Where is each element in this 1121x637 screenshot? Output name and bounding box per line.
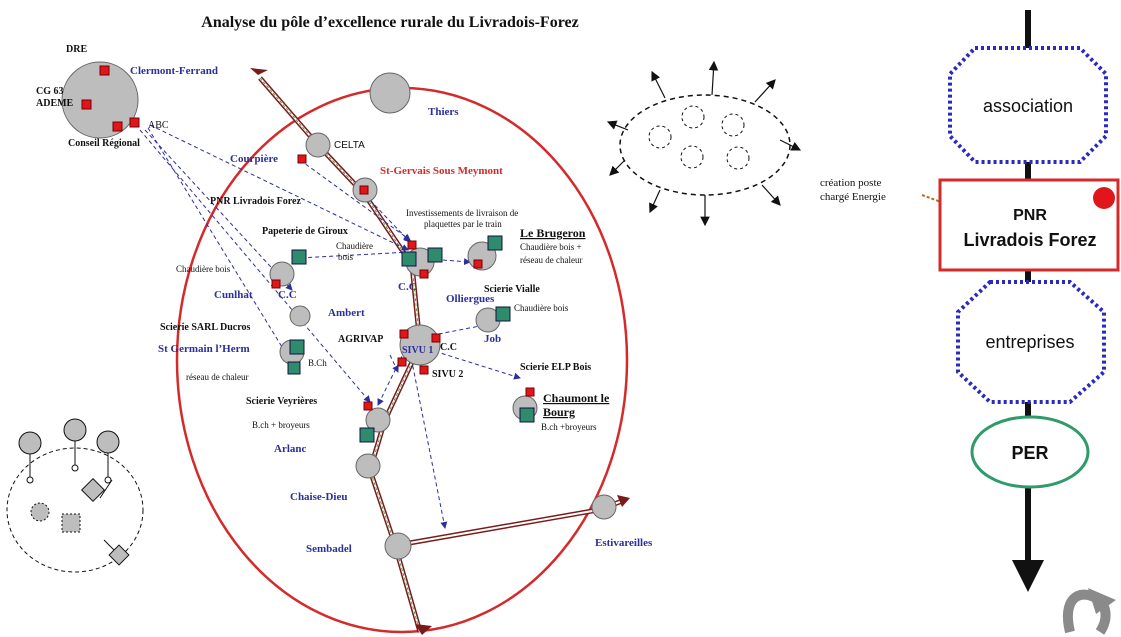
- label-celta: CELTA: [334, 140, 365, 151]
- label-agrivap: AGRIVAP: [338, 334, 383, 345]
- label-thiers: Thiers: [428, 106, 459, 118]
- cc-left-node: [269, 249, 307, 289]
- chaise-dieu-node: [355, 453, 381, 479]
- association-label: association: [983, 96, 1073, 116]
- entreprises-box: [956, 280, 1106, 404]
- label-cg63: CG 63: [36, 86, 64, 97]
- pnr-box: [938, 178, 1120, 272]
- celta-node: [305, 132, 331, 158]
- label-chaudiere-right: Chaudière bois: [514, 303, 569, 313]
- label-investissements-2: plaquettes par le train: [424, 219, 502, 229]
- label-scierie-vialle: Scierie Vialle: [484, 284, 540, 295]
- curved-arrow-icon: [1062, 588, 1116, 635]
- label-arlanc: Arlanc: [274, 443, 307, 455]
- label-clermont: Clermont-Ferrand: [130, 65, 218, 77]
- creation-label-1: création poste: [820, 177, 882, 189]
- label-chaudiere-center-2: bois: [338, 252, 354, 262]
- red-dot-icon: [1093, 187, 1115, 209]
- label-cc-sivu: C.C: [440, 342, 457, 353]
- label-le-brugeron: Le Brugeron: [520, 226, 586, 240]
- label-ademe: ADEME: [36, 98, 74, 109]
- label-cc-center: C.C: [398, 281, 417, 293]
- label-st-germain: St Germain l’Herm: [158, 343, 250, 355]
- label-chaise-dieu: Chaise-Dieu: [290, 491, 347, 503]
- arlanc-node: [359, 401, 391, 443]
- olliergues-node: [475, 306, 511, 333]
- label-job: Job: [484, 333, 501, 345]
- label-bch: B.Ch: [308, 358, 327, 368]
- per-box: [970, 415, 1090, 489]
- cluster-icon: [6, 418, 144, 573]
- pnr-label-2: Livradois Forez: [963, 230, 1096, 250]
- label-papeterie: Papeterie de Giroux: [262, 226, 348, 237]
- estivareilles-node: [591, 494, 617, 520]
- creation-label-2: chargé Energie: [820, 191, 886, 203]
- per-label: PER: [1011, 443, 1048, 463]
- label-brugeron-desc-2: réseau de chaleur: [520, 255, 582, 265]
- label-sembadel: Sembadel: [306, 543, 352, 555]
- pnr-label-1: PNR: [1013, 207, 1047, 224]
- label-dre: DRE: [66, 44, 87, 55]
- label-cc-left: C.C: [278, 289, 297, 301]
- label-st-gervais: St-Gervais Sous Meymont: [380, 165, 503, 177]
- sembadel-node: [384, 532, 412, 560]
- sivu1-node: [397, 324, 441, 375]
- label-investissements-1: Investissements de livraison de: [406, 208, 518, 218]
- label-brugeron-desc-1: Chaudière bois +: [520, 242, 582, 252]
- label-olliergues: Olliergues: [446, 293, 495, 305]
- label-chaumont-desc: B.ch +broyeurs: [541, 422, 597, 432]
- diagram-title: Analyse du pôle d’excellence rurale du L…: [201, 14, 578, 31]
- flow-arrowhead: [1012, 560, 1044, 592]
- label-scierie-veyrieres: Scierie Veyrières: [246, 396, 317, 407]
- label-courpiere: Courpière: [230, 153, 278, 165]
- label-estivareilles: Estivareilles: [595, 537, 653, 549]
- chaumont-node: [512, 387, 538, 423]
- thiers-node: [369, 72, 411, 114]
- label-chaumont-1: Chaumont le: [543, 391, 610, 405]
- network-expansion-icon: [606, 60, 802, 227]
- label-cunlhat: Cunlhat: [214, 289, 253, 301]
- label-chaudiere-left: Chaudière bois: [176, 264, 231, 274]
- label-sivu1: SIVU 1: [402, 345, 433, 356]
- label-pnr-map: PNR Livradois Forez: [210, 196, 301, 207]
- label-sivu2: SIVU 2: [432, 369, 463, 380]
- label-reseau-chaleur: réseau de chaleur: [186, 372, 248, 382]
- entreprises-label: entreprises: [985, 332, 1074, 352]
- cc-center-node: [401, 240, 443, 279]
- label-chaudiere-center-1: Chaudière: [336, 241, 373, 251]
- label-chaumont-2: Bourg: [543, 405, 575, 419]
- label-abc: ABC: [148, 120, 169, 131]
- association-box: [948, 46, 1108, 164]
- label-conseil-regional: Conseil Régional: [68, 138, 140, 149]
- label-scierie-elp: Scierie ELP Bois: [520, 362, 591, 373]
- label-bch-broyeurs: B.ch + broyeurs: [252, 420, 310, 430]
- label-ambert: Ambert: [328, 307, 365, 319]
- label-scierie-sarl: Scierie SARL Ducros: [160, 322, 250, 333]
- clermont-node: [61, 61, 140, 139]
- ambert-node: [289, 305, 311, 327]
- st-germain-node: [279, 339, 305, 375]
- brugeron-node: [467, 235, 503, 271]
